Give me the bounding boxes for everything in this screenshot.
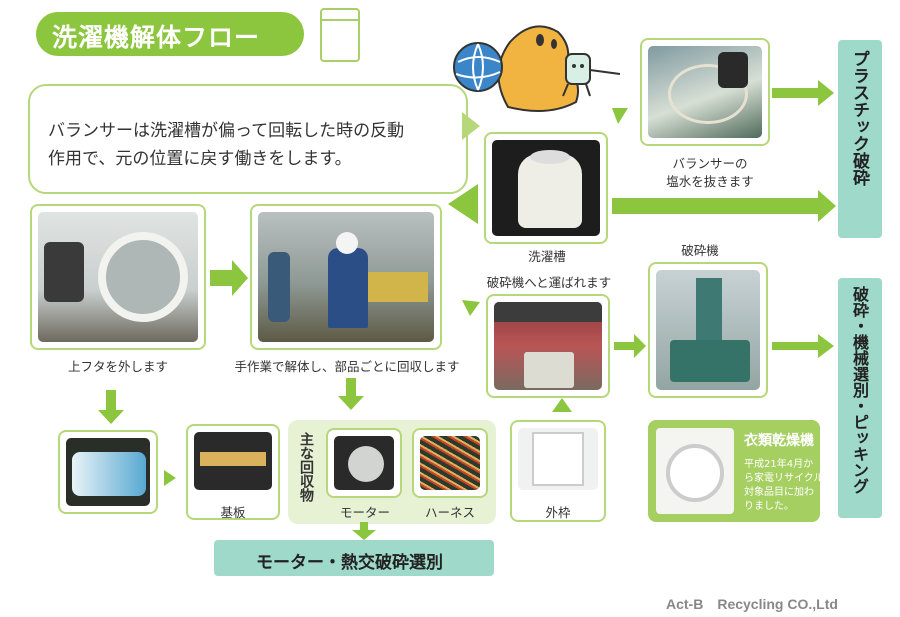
caption-manual-disassembly: 手作業で解体し、部品ごとに回収します xyxy=(234,359,460,374)
caption-harness: ハーネス xyxy=(424,505,475,520)
photo-lid-removal xyxy=(30,204,206,350)
plastic-crushing-panel xyxy=(838,40,882,238)
title-banner xyxy=(36,12,304,56)
dryer-line-1: 平成21年4月か xyxy=(744,459,814,470)
dryer-title: 衣類乾燥機 xyxy=(744,433,814,449)
footer-company: Act-B Recycling CO.,Ltd xyxy=(666,596,838,612)
photo-balancer xyxy=(640,38,770,146)
caption-board: 基板 xyxy=(220,505,246,520)
sorting-panel xyxy=(838,278,882,518)
explanation-line-1: バランサーは洗濯槽が偏って回転した時の反動 xyxy=(48,121,405,141)
photo-tub xyxy=(484,132,608,244)
photo-board xyxy=(186,424,280,520)
recovered-items-label: 主な回収物 xyxy=(298,432,314,502)
caption-motor: モーター xyxy=(339,505,390,520)
dryer-line-3: 対象品目に加わ xyxy=(744,487,814,498)
dryer-line-2: ら家電リサイクル xyxy=(744,473,824,484)
explanation-line-2: 作用で、元の位置に戻す働きをします。 xyxy=(48,149,352,169)
photo-motor xyxy=(326,428,402,498)
photo-harness xyxy=(412,428,488,498)
photo-crusher xyxy=(648,262,768,398)
washing-machine-icon xyxy=(318,6,362,64)
dryer-line-4: りました。 xyxy=(744,501,794,512)
photo-manual-disassembly xyxy=(250,204,442,350)
motor-sorting-panel xyxy=(214,540,494,576)
caption-balancer: バランサーの xyxy=(672,156,748,171)
caption-lid-removal: 上フタを外します xyxy=(67,359,168,374)
explanation-bubble-tail xyxy=(462,112,480,140)
caption-to-crusher: 破砕機へと運ばれます xyxy=(486,275,612,290)
plastic-crushing-label: プラスチック破砕 xyxy=(849,50,869,186)
caption-balancer-2: 塩水を抜きます xyxy=(666,174,754,189)
cartoon-mascot-icon xyxy=(448,12,633,122)
photo-dryer xyxy=(656,428,734,514)
caption-tub: 洗濯槽 xyxy=(528,249,566,264)
caption-crusher: 破砕機 xyxy=(681,243,719,258)
photo-control-panel xyxy=(58,430,158,514)
sorting-label: 破砕・機械選別・ピッキング xyxy=(850,286,869,494)
explanation-bubble xyxy=(28,84,468,194)
photo-conveyor xyxy=(486,294,610,398)
caption-frame: 外枠 xyxy=(545,505,571,520)
photo-frame xyxy=(510,420,606,522)
page-title: 洗濯機解体フロー xyxy=(52,23,261,52)
motor-sorting-label: モーター・熱交破砕選別 xyxy=(256,553,443,573)
